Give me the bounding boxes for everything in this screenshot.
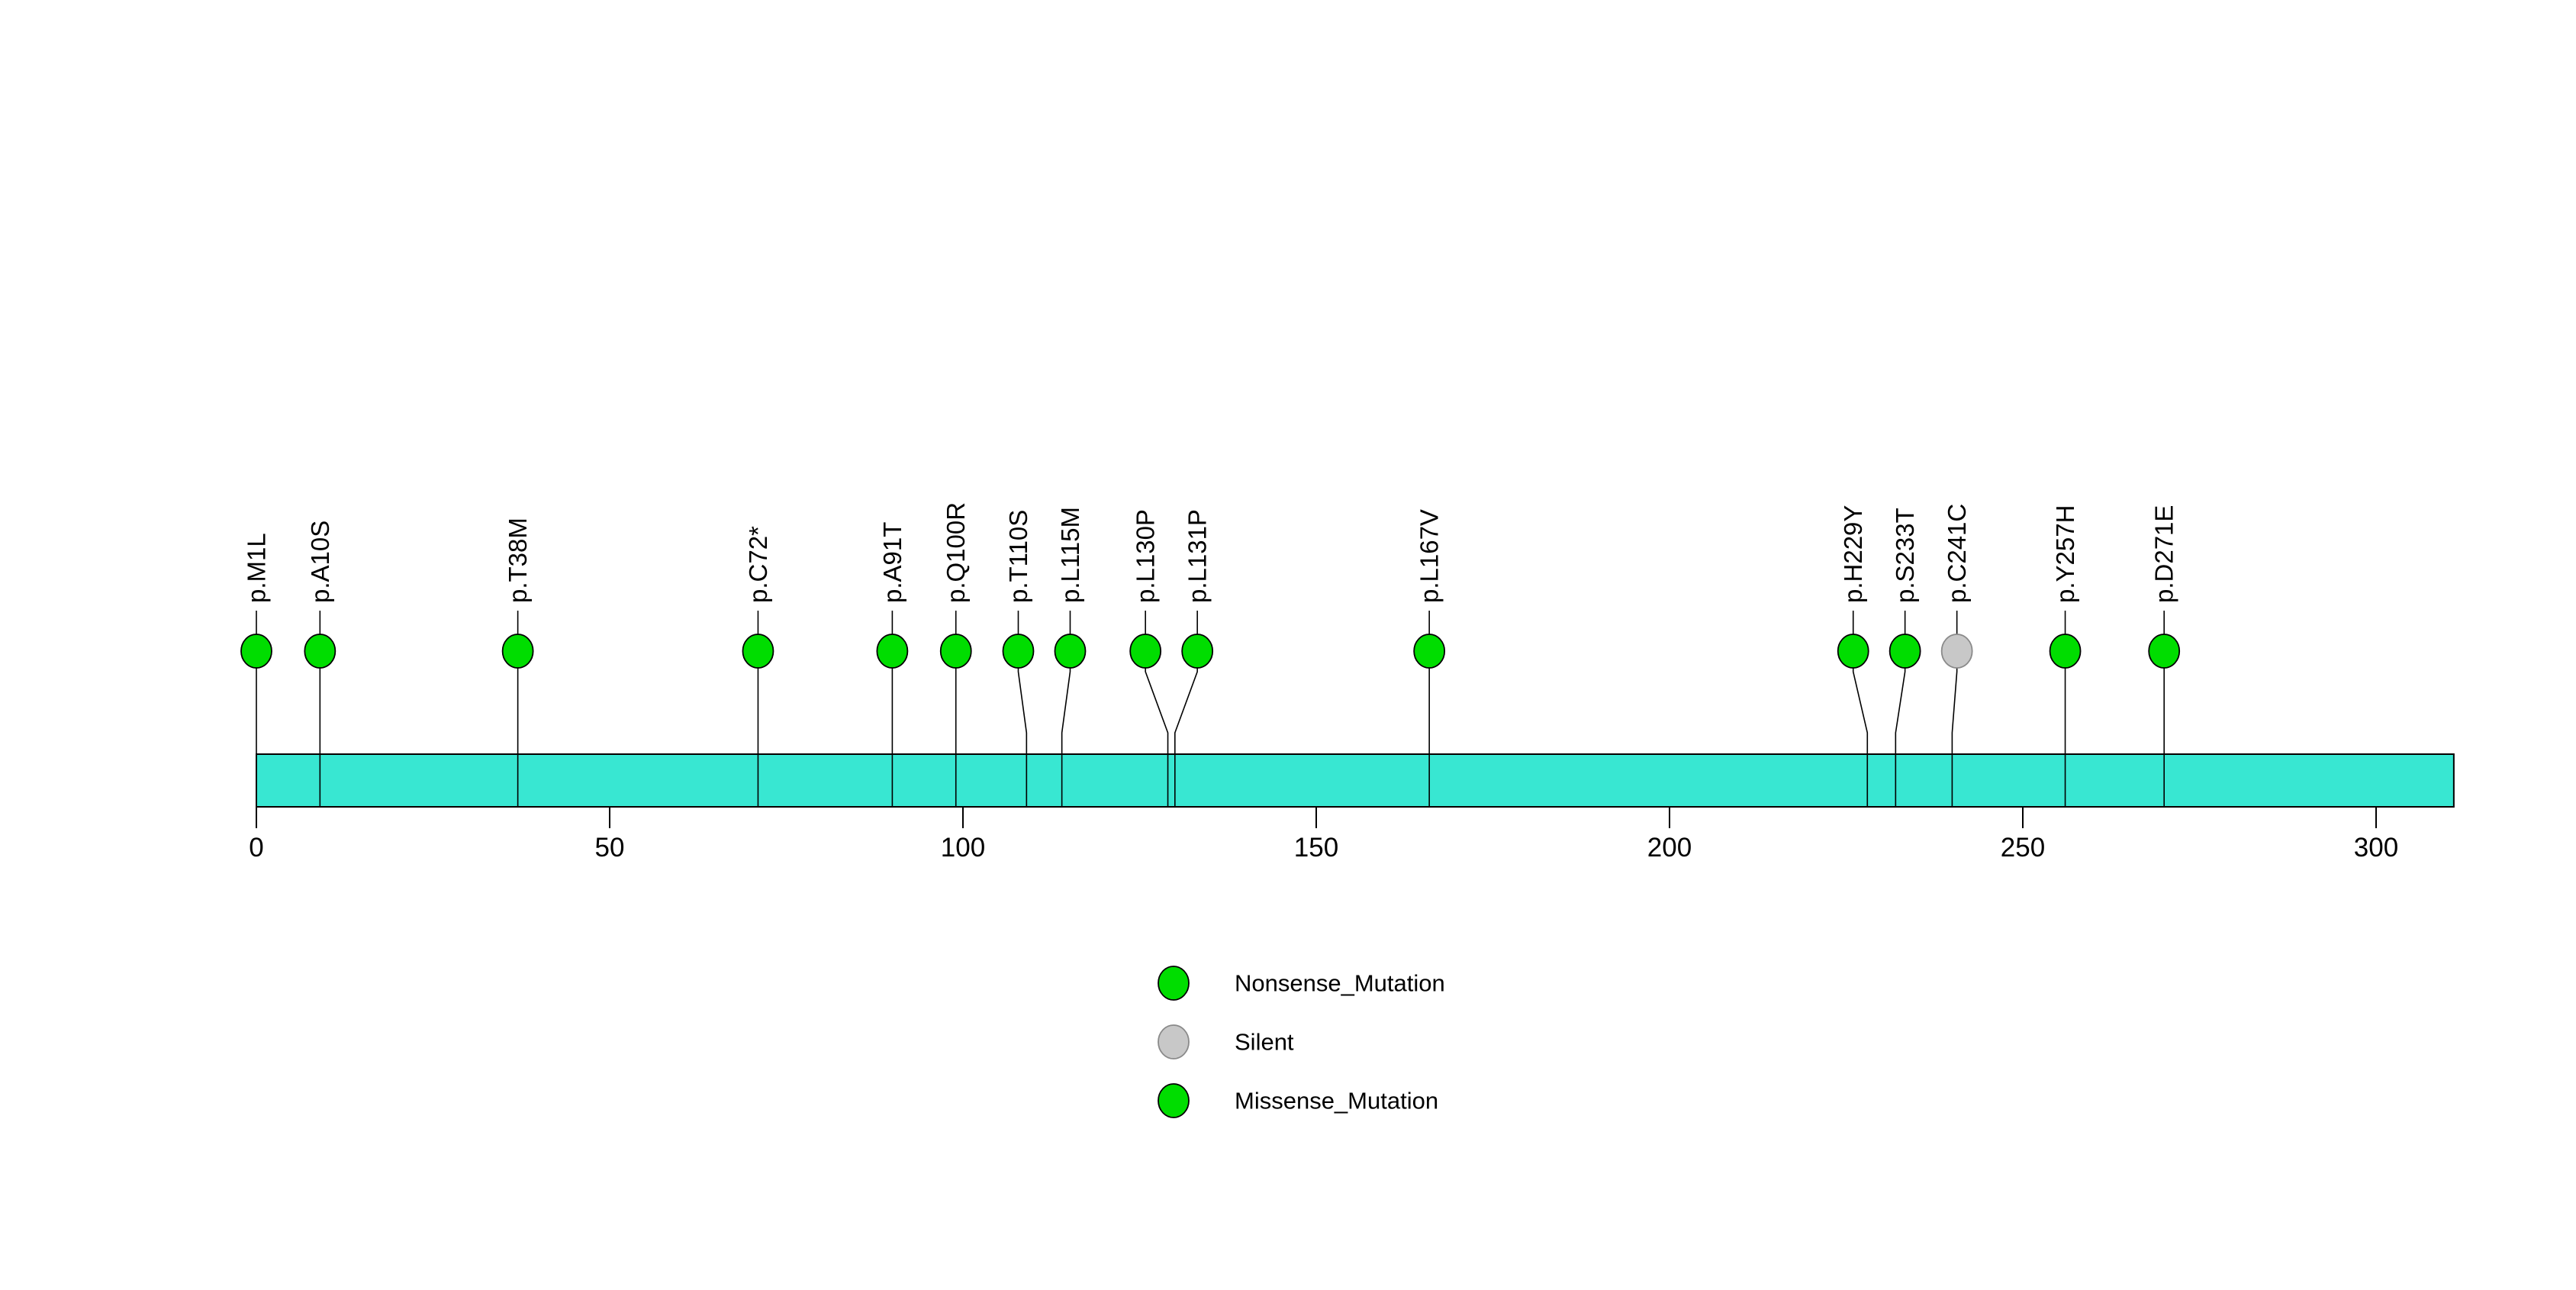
mutation-label: p.D271E <box>2150 505 2178 603</box>
lollipop-circle <box>939 634 972 669</box>
mutation-label: p.L115M <box>1056 507 1084 603</box>
axis-tick-label: 50 <box>595 833 625 863</box>
mutation-label: p.L167V <box>1415 509 1444 603</box>
lollipop-circle <box>1889 634 1921 669</box>
mutation-label: p.A10S <box>306 521 334 603</box>
axis-tick-label: 300 <box>2354 833 2398 863</box>
axis-tick-label: 250 <box>2001 833 2045 863</box>
legend-swatch <box>1158 1083 1190 1118</box>
lollipop-circle <box>1837 634 1869 669</box>
legend-swatch <box>1158 966 1190 1001</box>
lollipop-circle <box>501 634 534 669</box>
lollipop-circle <box>2148 634 2181 669</box>
lollipop-circle <box>876 634 909 669</box>
axis-tick-label: 0 <box>249 833 263 863</box>
lollipop-circle <box>1181 634 1214 669</box>
axis-tick-label: 100 <box>941 833 985 863</box>
legend-label: Missense_Mutation <box>1235 1088 1438 1114</box>
axis-tick-label: 200 <box>1647 833 1692 863</box>
mutation-label: p.L130P <box>1132 509 1160 603</box>
lollipop-circle <box>304 634 336 669</box>
mutation-label: p.H229Y <box>1839 505 1867 603</box>
legend-swatch <box>1158 1024 1190 1059</box>
mutation-label: p.C72* <box>744 526 772 603</box>
lollipop-circle <box>742 634 774 669</box>
mutation-label: p.S233T <box>1891 508 1919 603</box>
mutation-label: p.A91T <box>878 522 906 603</box>
legend-label: Nonsense_Mutation <box>1235 970 1445 997</box>
mutation-label: p.C241C <box>1943 504 1971 603</box>
lollipop-circle <box>1413 634 1446 669</box>
mutation-label: p.Q100R <box>942 502 970 603</box>
lollipop-circle <box>1002 634 1035 669</box>
lollipop-circle <box>2049 634 2082 669</box>
lollipop-circle <box>1940 634 1973 669</box>
mutation-label: p.Y257H <box>2051 505 2079 603</box>
mutation-label: p.T38M <box>504 518 532 603</box>
axis-tick-label: 150 <box>1294 833 1338 863</box>
mutation-label: p.T110S <box>1004 510 1032 603</box>
lollipop-circle <box>1054 634 1087 669</box>
protein-bar <box>256 753 2455 808</box>
lollipop-circle <box>1129 634 1162 669</box>
mutation-label: p.M1L <box>243 533 271 603</box>
lollipop-circle <box>240 634 272 669</box>
legend-label: Silent <box>1235 1029 1294 1056</box>
mutation-label: p.L131P <box>1183 509 1212 603</box>
